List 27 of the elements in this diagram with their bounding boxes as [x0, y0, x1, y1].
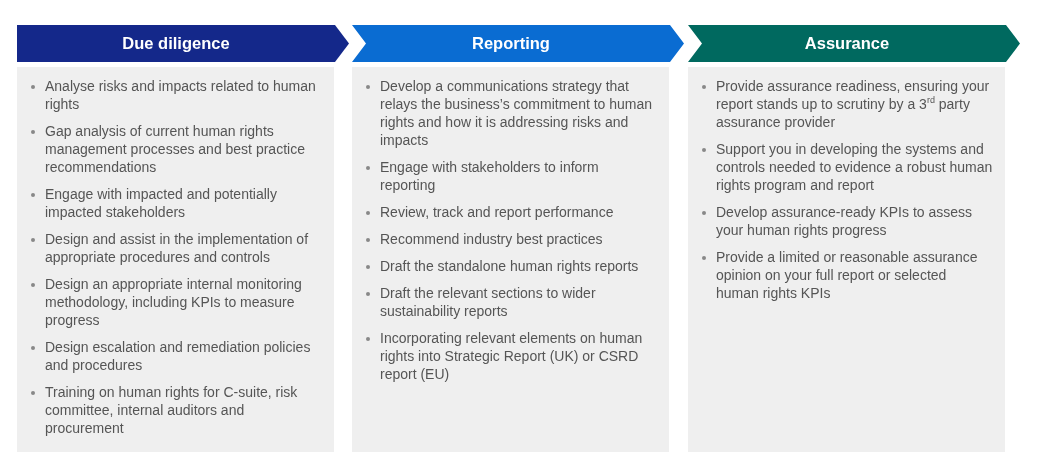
chevron-header — [688, 25, 1020, 62]
bullet-item: Training on human rights for C-suite, risk committee, internal auditors and procurement — [29, 383, 322, 437]
bullet-item: Engage with stakeholders to inform reporting — [364, 158, 657, 194]
bullet-item: Provide assurance readiness, ensuring your report stands up to scrutiny by a 3$^{rd}$ party assurance provider — [700, 77, 993, 131]
bullet-item: Gap analysis of current human rights management processes and best practice recommendations — [29, 122, 322, 176]
bullet-item: Review, track and report performance — [364, 203, 657, 221]
chevron-header — [352, 25, 684, 62]
service-panel — [17, 67, 334, 452]
bullet-item: Design escalation and remediation policies and procedures — [29, 338, 322, 374]
header-title: Assurance — [804, 34, 890, 53]
chevron-header — [17, 25, 349, 62]
bullet-item: Draft the relevant sections to wider sustainability reports — [364, 284, 657, 320]
bullet-item: Support you in developing the systems and controls needed to evidence a robust human rights program and report — [700, 140, 993, 194]
bullet-item: Provide a limited or reasonable assurance opinion on your full report or selected human rights KPIs — [700, 248, 993, 302]
bullet-item: Develop assurance-ready KPIs to assess your human rights progress — [700, 203, 993, 239]
service-panel — [688, 67, 1005, 452]
header-title: Due diligence — [122, 34, 230, 53]
bullet-item: Design and assist in the implementation of appropriate procedures and controls — [29, 230, 322, 266]
bullet-item: Analyse risks and impacts related to human rights — [29, 77, 322, 113]
bullet-item: Recommend industry best practices — [364, 230, 657, 248]
header-title: Reporting — [472, 34, 550, 53]
bullet-item: Incorporating relevant elements on human rights into Strategic Report (UK) or CSRD report (EU) — [364, 329, 657, 383]
service-panel — [352, 67, 669, 452]
bullet-item: Develop a communications strategy that relays the business’s commitment to human rights and how it is addressing risks and impacts — [364, 77, 657, 149]
bullet-item: Engage with impacted and potentially impacted stakeholders — [29, 185, 322, 221]
bullet-item: Draft the standalone human rights reports — [364, 257, 657, 275]
bullet-item: Design an appropriate internal monitoring methodology, including KPIs to measure progress — [29, 275, 322, 329]
